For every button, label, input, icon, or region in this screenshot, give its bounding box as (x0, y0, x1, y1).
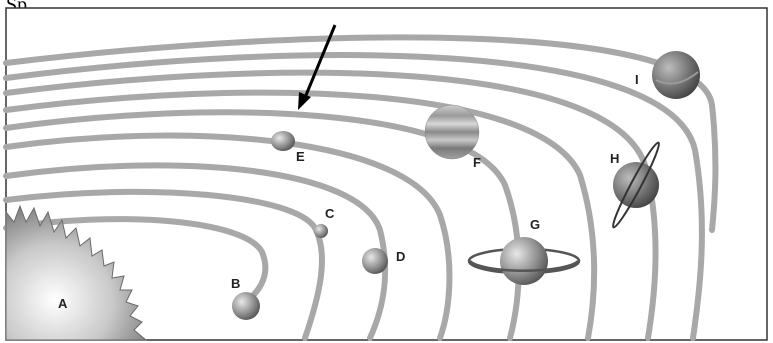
planet-g-ring-front (469, 260, 579, 272)
label-h: H (610, 151, 619, 166)
orbit-g (3, 89, 598, 341)
label-e: E (296, 149, 305, 164)
label-f: F (473, 155, 481, 170)
label-c: C (325, 206, 335, 221)
arrow (298, 24, 337, 110)
orbit-d (3, 162, 389, 341)
planet-e (271, 131, 295, 151)
label-i: I (635, 72, 639, 87)
planet-c (314, 224, 328, 238)
planet-i-band (655, 71, 699, 85)
orbit-paths (3, 34, 719, 341)
label-a: A (58, 296, 68, 311)
orbit-b (3, 216, 269, 308)
label-g: G (530, 217, 540, 232)
orbit-h (3, 69, 659, 341)
planet-h (612, 141, 660, 229)
orbit-e (3, 132, 453, 341)
planet-i (652, 51, 700, 99)
label-d: D (396, 249, 405, 264)
planet-b (232, 292, 260, 320)
orbit-c (3, 188, 325, 341)
orbit-i (3, 52, 705, 341)
orbit-outer (3, 34, 719, 233)
planet-f (424, 104, 480, 160)
planet-d (362, 248, 388, 274)
planet-g (467, 237, 581, 285)
sun (5, 204, 148, 341)
label-b: B (231, 276, 240, 291)
